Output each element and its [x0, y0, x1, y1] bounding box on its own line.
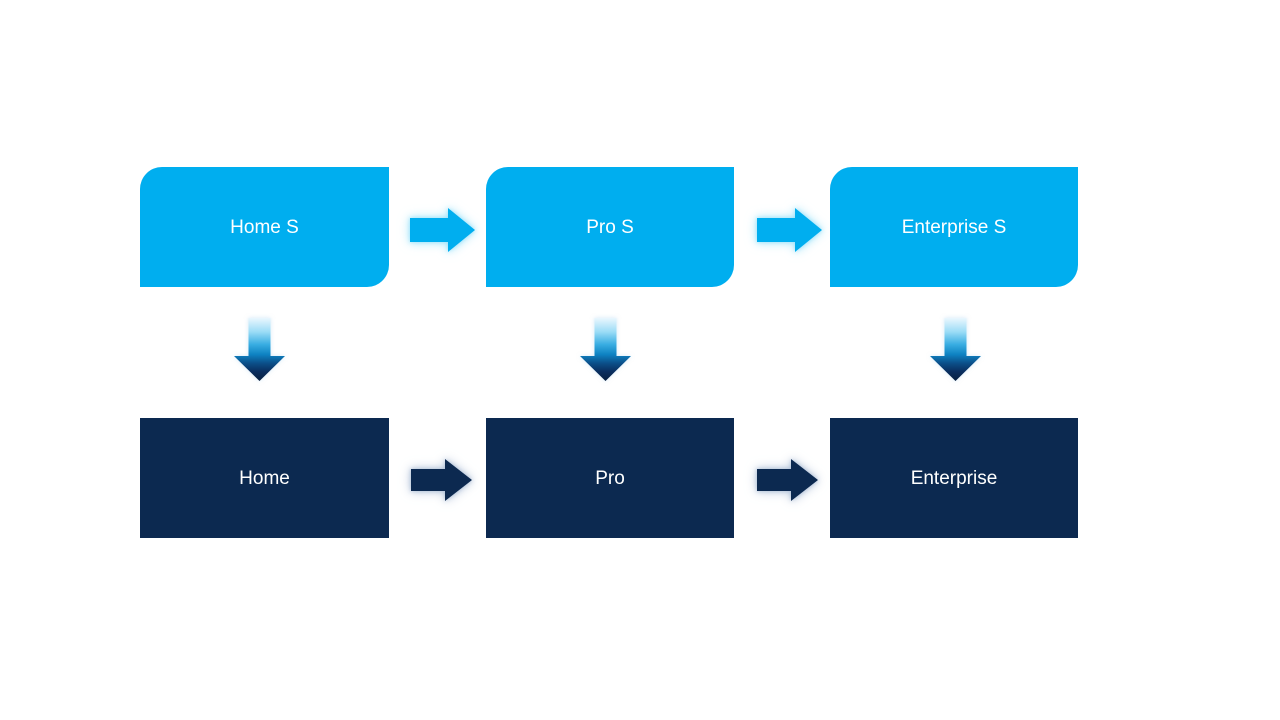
- node-home-label: Home: [239, 467, 290, 489]
- node-home-s: Home S: [140, 167, 389, 287]
- node-home-s-label: Home S: [230, 216, 299, 238]
- node-pro-label: Pro: [595, 467, 625, 489]
- right-arrow-icon: [757, 208, 822, 252]
- down-arrow-icon: [580, 318, 631, 381]
- node-pro-s-label: Pro S: [586, 216, 634, 238]
- right-arrow-icon: [411, 458, 472, 502]
- down-arrow-icon: [930, 318, 981, 381]
- right-arrow-icon: [410, 208, 475, 252]
- right-arrow-icon: [757, 458, 818, 502]
- node-home: Home: [140, 418, 389, 538]
- down-arrow-icon: [234, 318, 285, 381]
- node-enterprise: Enterprise: [830, 418, 1078, 538]
- node-enterprise-s: Enterprise S: [830, 167, 1078, 287]
- node-pro: Pro: [486, 418, 734, 538]
- node-enterprise-s-label: Enterprise S: [901, 216, 1007, 238]
- node-pro-s: Pro S: [486, 167, 734, 287]
- node-enterprise-label: Enterprise: [910, 467, 998, 489]
